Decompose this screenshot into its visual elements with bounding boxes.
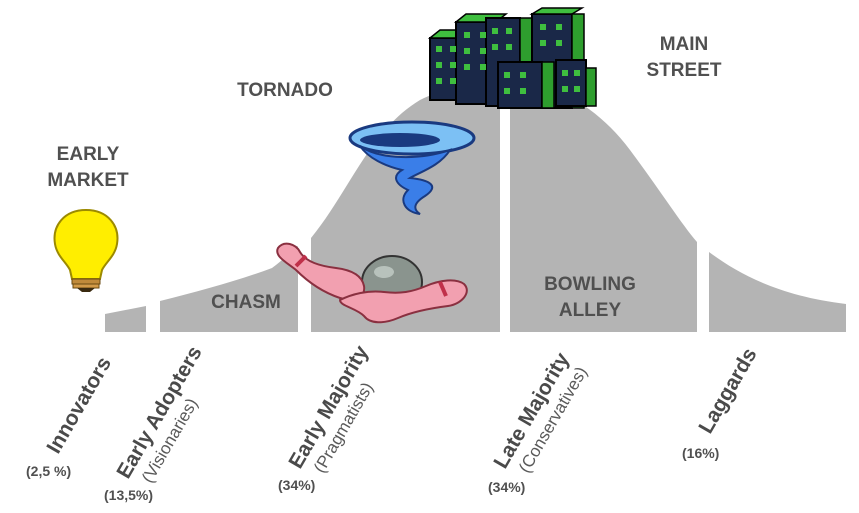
- segment-innovators-name: Innovators: [42, 353, 116, 457]
- light-bulb-icon: [53, 208, 119, 292]
- curve-segment-innovators: [105, 306, 146, 332]
- segment-laggards-percent: (16%): [682, 445, 719, 461]
- tornado-label: TORNADO: [237, 80, 333, 101]
- early-market-label-line1: EARLY: [57, 144, 120, 165]
- curve-segment-early-adopters: [160, 246, 298, 332]
- main-street-label-line2: STREET: [647, 60, 722, 81]
- segment-innovators-percent: (2,5 %): [26, 463, 71, 479]
- segment-innovators: Innovators: [42, 353, 116, 457]
- chasm-label: CHASM: [211, 292, 281, 313]
- segment-early-adopters-percent: (13,5%): [104, 487, 153, 503]
- segment-laggards: Laggards: [694, 344, 761, 437]
- segment-early-majority: Early Majority (Pragmatists): [284, 341, 377, 476]
- city-buildings-icon: [427, 7, 597, 109]
- segment-early-majority-percent: (34%): [278, 477, 315, 493]
- main-street-label-line1: MAIN: [660, 34, 709, 55]
- bowling-alley-label-line2: ALLEY: [559, 300, 622, 321]
- early-market-label-line2: MARKET: [47, 170, 129, 191]
- tornado-icon: [348, 120, 476, 215]
- segment-late-majority: Late Majority (Conservatives): [489, 349, 591, 477]
- segment-late-majority-percent: (34%): [488, 479, 525, 495]
- segment-laggards-name: Laggards: [694, 344, 761, 437]
- bowling-alley-label-line1: BOWLING: [544, 274, 636, 295]
- segment-early-adopters: Early Adopters (Visionaries): [112, 342, 206, 486]
- bowling-pins-icon: [276, 242, 468, 324]
- curve-segment-laggards: [709, 252, 846, 332]
- curve-segment-late-majority: [510, 80, 697, 332]
